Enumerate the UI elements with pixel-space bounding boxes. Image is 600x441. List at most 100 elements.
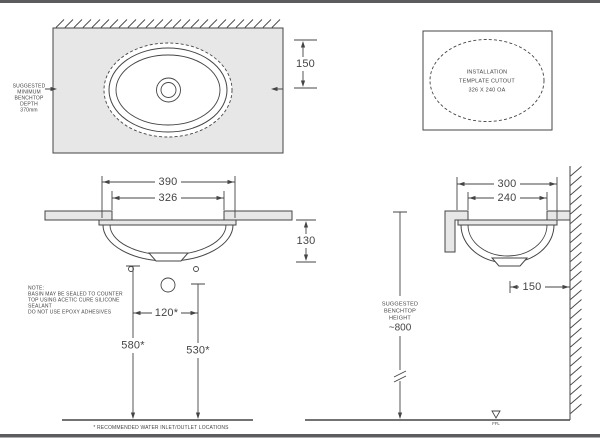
dim-130: 130 xyxy=(296,219,316,263)
hatch-mark xyxy=(570,356,582,367)
hatch-mark xyxy=(100,19,110,28)
depth-note-line: MINIMUM xyxy=(17,89,41,95)
inlet-hole-left xyxy=(128,266,134,272)
hatch-mark xyxy=(145,19,155,28)
page-border-top xyxy=(0,0,600,3)
arrowhead-icon xyxy=(227,179,234,185)
ffl-triangle-icon xyxy=(491,410,501,419)
benchtop-front-edge xyxy=(444,210,469,253)
hatch-mark xyxy=(570,384,582,395)
bench-height-dim: SUGGESTED BENCHTOP HEIGHT ~800 xyxy=(382,211,418,418)
dim-150-side: 150 xyxy=(509,281,570,293)
dim-label: 150 xyxy=(523,281,542,293)
dim-lines xyxy=(456,177,558,219)
hatch-mark xyxy=(570,318,582,329)
dim-label: 390 xyxy=(159,176,178,188)
hatch-mark xyxy=(570,270,582,281)
note-line: TOP USING ACETIC CURE SILICONE xyxy=(28,297,120,303)
ffl-marker: FFL xyxy=(491,410,501,426)
note-line: NOTE: xyxy=(28,285,44,291)
hatch-mark xyxy=(570,261,582,272)
dim-label: 326 xyxy=(159,192,178,204)
hatch-mark xyxy=(570,346,582,357)
wall-hatching-plan xyxy=(55,19,281,28)
hatch-mark xyxy=(570,289,582,300)
hatch-mark xyxy=(570,232,582,243)
dim-580: 580* xyxy=(121,265,145,418)
hatch-mark xyxy=(570,394,582,405)
arrowhead-icon xyxy=(216,195,223,201)
depth-note: SUGGESTED MINIMUM BENCHTOP DEPTH 370mm xyxy=(13,83,46,113)
note-line: SEALANT xyxy=(28,303,52,309)
depth-note-line: BENCHTOP xyxy=(15,95,44,101)
hatch-mark xyxy=(570,194,582,205)
hatch-mark xyxy=(199,19,209,28)
hatch-mark xyxy=(181,19,191,28)
arrowhead-icon xyxy=(50,86,57,92)
hatch-mark xyxy=(64,19,74,28)
arrowhead-icon xyxy=(397,412,403,419)
height-label-line: BENCHTOP xyxy=(384,308,416,314)
benchtop-left xyxy=(44,210,113,221)
height-label-line: SUGGESTED xyxy=(382,301,418,307)
hatch-mark xyxy=(244,19,254,28)
dim-lines xyxy=(393,211,407,418)
outlet-hole xyxy=(160,277,176,293)
basin-rim-front xyxy=(98,219,237,226)
dim-530: 530* xyxy=(186,283,210,418)
hatch-mark xyxy=(570,204,582,215)
basin-inner-ellipse xyxy=(115,54,221,126)
depth-note-line: DEPTH xyxy=(20,101,38,107)
dim-lines xyxy=(296,219,316,263)
template-box: INSTALLATION TEMPLATE CUTOUT 326 X 240 O… xyxy=(422,30,553,131)
drain-fitting-front xyxy=(147,252,190,262)
dim-240: 240 xyxy=(467,192,548,210)
hatch-mark xyxy=(570,251,582,262)
benchtop-wall-side xyxy=(546,210,571,221)
hatch-mark xyxy=(570,280,582,291)
dim-label: 120* xyxy=(155,307,179,319)
dim-lines xyxy=(101,176,236,218)
drain-inner-circle xyxy=(160,82,177,98)
hatch-mark xyxy=(570,213,582,224)
template-border xyxy=(422,30,553,131)
hatch-mark xyxy=(271,19,281,28)
hatch-mark xyxy=(226,19,236,28)
arrowhead-icon xyxy=(303,254,309,261)
dim-label: 130 xyxy=(297,235,316,247)
hatch-mark xyxy=(253,19,263,28)
hatch-mark xyxy=(570,337,582,348)
hatch-mark xyxy=(154,19,164,28)
arrowhead-icon xyxy=(300,41,306,48)
dim-lines xyxy=(191,283,205,418)
hatch-mark xyxy=(118,19,128,28)
dim-300: 300 xyxy=(456,177,558,219)
hatch-mark xyxy=(172,19,182,28)
dim-390: 390 xyxy=(101,176,236,218)
arrowhead-icon xyxy=(134,310,141,316)
arrowhead-icon xyxy=(549,181,556,187)
wall-hatching-side xyxy=(570,166,582,414)
hatch-mark xyxy=(570,327,582,338)
basin-rim-side xyxy=(457,219,558,226)
dim-lines xyxy=(294,39,317,89)
hatch-mark xyxy=(208,19,218,28)
hatch-mark xyxy=(82,19,92,28)
footnote: * RECOMMENDED WATER INLET/OUTLET LOCATIO… xyxy=(93,425,229,431)
dim-326: 326 xyxy=(111,191,225,210)
dimension-arrowheads xyxy=(50,41,569,419)
arrowhead-icon xyxy=(113,195,120,201)
arrowhead-icon xyxy=(190,310,197,316)
arrowhead-icon xyxy=(458,181,465,187)
arrowhead-icon xyxy=(562,284,569,290)
hatch-mark xyxy=(127,19,137,28)
arrowhead-icon xyxy=(511,284,518,290)
hatch-mark xyxy=(91,19,101,28)
hatch-mark xyxy=(570,166,582,177)
dim-lines xyxy=(467,192,548,210)
dim-label: 580* xyxy=(121,339,145,351)
plan-view: 150 SUGGESTED MINIMUM BENCHTOP DEPTH 370… xyxy=(13,19,317,154)
hatch-mark xyxy=(136,19,146,28)
